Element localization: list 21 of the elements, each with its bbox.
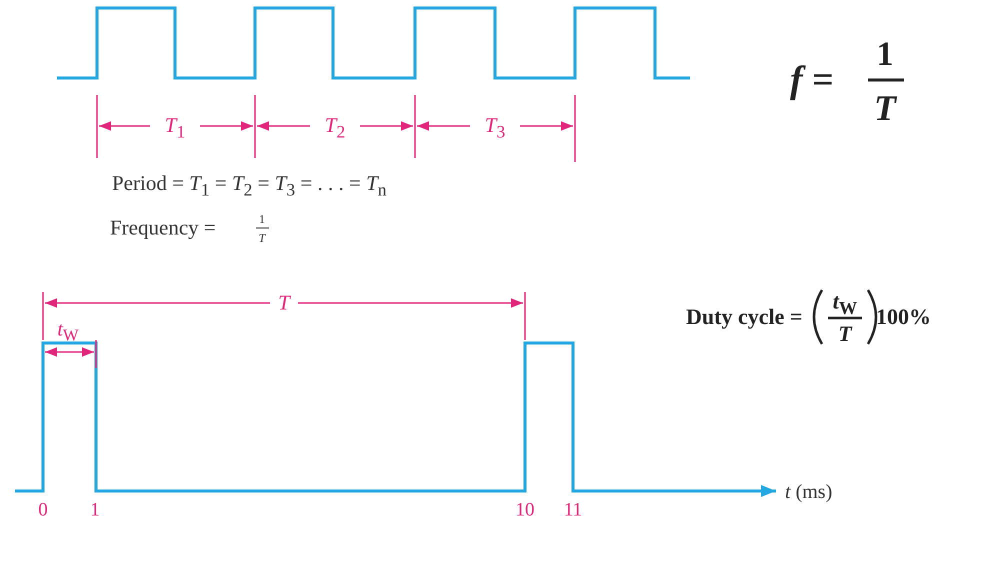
fraction-denominator: T xyxy=(838,323,852,345)
period-label: T$_{1}$ xyxy=(164,115,186,141)
formula-text: Duty cycle = xyxy=(686,306,802,328)
fraction-denominator: T xyxy=(874,90,896,126)
period-label: T$_{2}$ xyxy=(324,115,346,141)
fraction-numerator: 1 xyxy=(876,38,894,72)
formula-text: f = xyxy=(790,61,834,99)
period-label: T$_{3}$ xyxy=(484,115,506,141)
fraction-numerator: t$_{W}$ xyxy=(832,290,858,318)
formula-text: 100% xyxy=(876,306,931,328)
tick-label: 10 xyxy=(516,500,534,520)
fraction-denominator: T xyxy=(258,232,266,244)
pulse-width-label: t$_{W}$ xyxy=(57,320,79,344)
tick-label: 11 xyxy=(564,500,582,520)
tick-label: 0 xyxy=(38,500,48,520)
axis-label: t (ms) xyxy=(785,482,832,502)
formula-text: Period = T$_{1}$ = T$_{2}$ = T$_{3}$ = . . . = T$_{n}$ xyxy=(112,173,387,199)
tick-label: 1 xyxy=(90,500,100,520)
period-label: T xyxy=(278,292,290,314)
fraction-numerator: 1 xyxy=(259,213,265,225)
formula-text: Frequency = xyxy=(110,218,216,238)
